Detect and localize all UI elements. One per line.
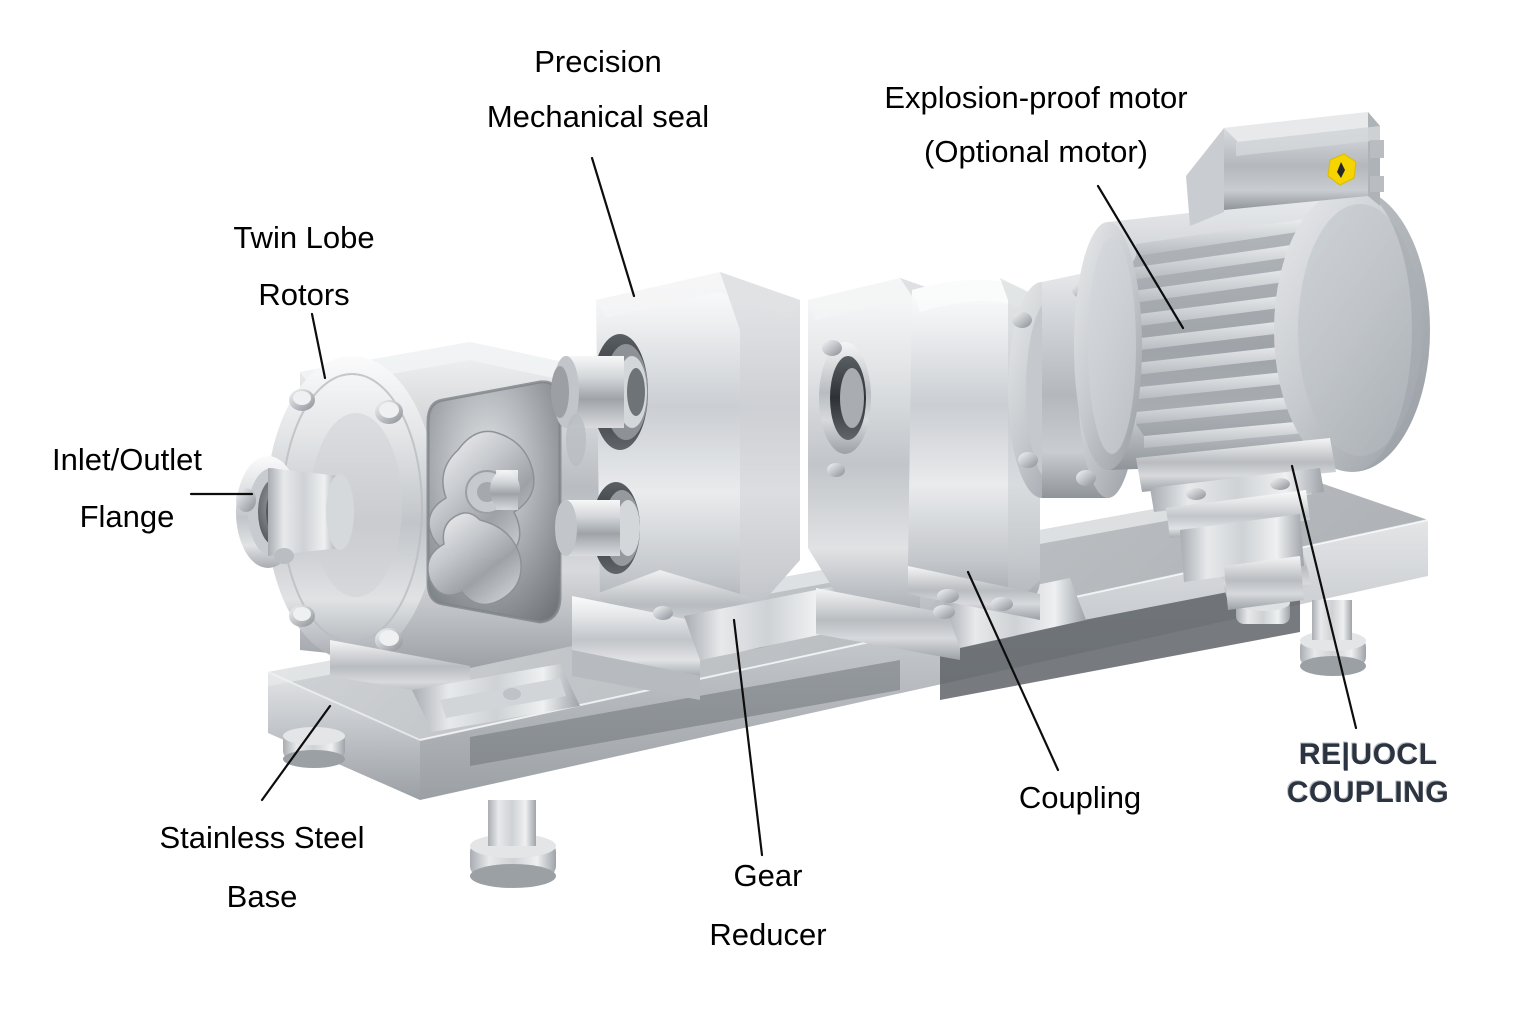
callout-line: Base (226, 879, 298, 914)
callout-line: Mechanical seal (486, 99, 710, 134)
callout-coupling: Coupling (1000, 782, 1160, 813)
mechanical-seal-housing (551, 272, 852, 700)
casing-bolt (289, 605, 315, 627)
hazard-warning-icon (1327, 153, 1357, 186)
callout-precision-mechanical-seal: Precision Mechanical seal (466, 46, 730, 132)
callout-line: Coupling (1018, 780, 1142, 815)
callout-line: Gear (733, 858, 803, 893)
leader-gear-reducer (732, 618, 764, 857)
callout-explosion-proof-motor: Explosion-proof motor (Optional motor) (860, 82, 1212, 167)
callout-line: Twin Lobe (233, 220, 375, 255)
explosion-proof-motor-graphic (1074, 112, 1430, 610)
callout-inlet-outlet-flange: Inlet/Outlet Flange (32, 444, 222, 532)
brand-coupling-label: RE|UOCL COUPLING (1272, 736, 1464, 811)
callout-line: Explosion-proof motor (884, 80, 1188, 115)
casing-bolt (289, 389, 315, 411)
leveling-foot (1300, 600, 1366, 676)
callout-stainless-steel-base: Stainless Steel Base (150, 822, 374, 912)
callout-line: Flange (79, 499, 175, 534)
inlet-outlet-flange-graphic (236, 456, 354, 568)
rotor-chamber-cutaway (426, 380, 562, 624)
motor-terminal-box (1186, 112, 1384, 226)
callout-line: Rotors (258, 277, 350, 312)
leader-coupling (966, 570, 1060, 772)
mechanical-seal-upper (551, 334, 648, 450)
leader-twin-lobe-rotors (310, 312, 327, 380)
callout-line: (Optional motor) (924, 134, 1148, 169)
leader-explosion-proof-motor (1096, 184, 1185, 330)
leader-brand-coupling (1290, 464, 1358, 730)
callout-line: Stainless Steel (159, 820, 365, 855)
leader-precision-seal (590, 156, 636, 298)
leader-stainless-steel-base (260, 704, 332, 802)
brand-line-1: RE|UOCL (1298, 738, 1438, 771)
casing-bolt (375, 400, 403, 424)
mechanical-seal-lower (555, 482, 640, 574)
twin-lobe-rotor-lower (427, 512, 522, 606)
callout-line: Precision (534, 44, 662, 79)
callout-line: Reducer (709, 917, 827, 952)
pump-head-assembly (236, 342, 600, 732)
casing-bolt (375, 628, 403, 652)
brand-line-2: COUPLING (1286, 775, 1450, 809)
leveling-foot (470, 800, 556, 888)
leader-lines (189, 156, 1358, 857)
callout-twin-lobe-rotors: Twin Lobe Rotors (204, 222, 404, 310)
leveling-foot (283, 727, 345, 768)
callout-line: Inlet/Outlet (52, 442, 202, 477)
callout-gear-reducer: Gear Reducer (690, 860, 846, 950)
